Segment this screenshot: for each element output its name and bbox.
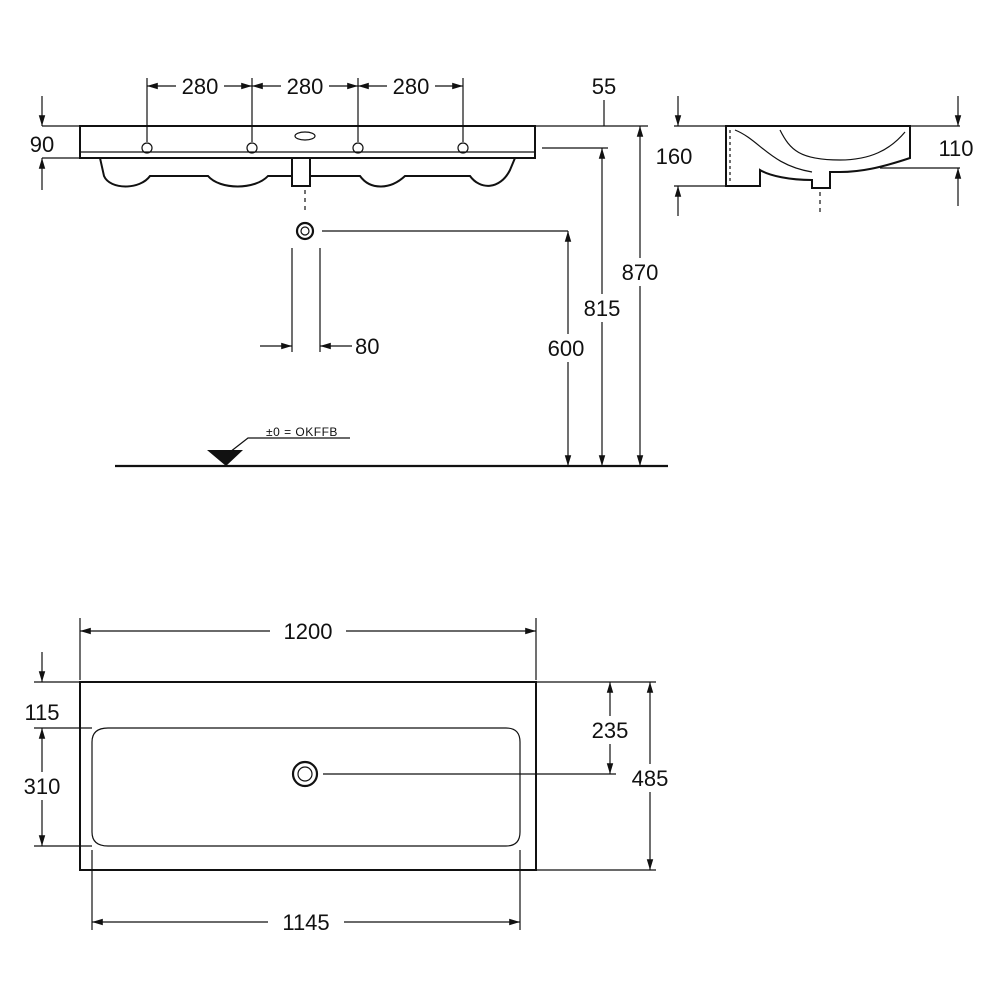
side-view: 160 110 bbox=[656, 96, 974, 216]
tap-spacing-label-3: 280 bbox=[393, 74, 430, 99]
plan-waste-outer bbox=[291, 760, 319, 788]
front-view: 280 280 280 55 90 80 600 815 870 bbox=[30, 72, 668, 468]
waste-spacing-label: 80 bbox=[355, 334, 379, 359]
underside-height-label: 815 bbox=[584, 296, 621, 321]
overhang-label: 55 bbox=[592, 74, 616, 99]
overall-depth-label: 485 bbox=[632, 766, 669, 791]
overall-width-label: 1200 bbox=[284, 619, 333, 644]
tap-hole bbox=[352, 142, 364, 154]
tap-hole bbox=[246, 142, 258, 154]
waste-stub bbox=[291, 157, 311, 187]
bowl-depth-label: 310 bbox=[24, 774, 61, 799]
tap-hole bbox=[457, 142, 469, 154]
floor-note: ±0 = OKFFB bbox=[266, 425, 338, 439]
waste-offset-label: 235 bbox=[592, 718, 629, 743]
waste-height-label: 600 bbox=[548, 336, 585, 361]
basin-side-outline bbox=[725, 125, 911, 189]
tap-holes bbox=[141, 142, 469, 154]
plan-waste-inner bbox=[297, 766, 313, 782]
basin-plan-outline bbox=[79, 681, 537, 871]
side-depth-front-label: 110 bbox=[938, 136, 973, 161]
side-depth-back-label: 160 bbox=[656, 144, 693, 169]
bowl-width-label: 1145 bbox=[282, 910, 329, 935]
tap-spacing-label-2: 280 bbox=[287, 74, 324, 99]
rim-height-label: 90 bbox=[30, 132, 54, 157]
tap-spacing-label-1: 280 bbox=[182, 74, 219, 99]
top-height-label: 870 bbox=[622, 260, 659, 285]
overflow-slot bbox=[294, 131, 316, 141]
tap-hole bbox=[141, 142, 153, 154]
back-margin-label: 115 bbox=[24, 700, 59, 725]
plan-view: 1200 1145 115 310 235 485 bbox=[16, 617, 676, 936]
waste-outlet bbox=[295, 221, 315, 241]
basin-front-outline bbox=[79, 125, 536, 159]
floor-level-symbol bbox=[207, 450, 243, 466]
basin-plan-bowl bbox=[91, 727, 521, 847]
